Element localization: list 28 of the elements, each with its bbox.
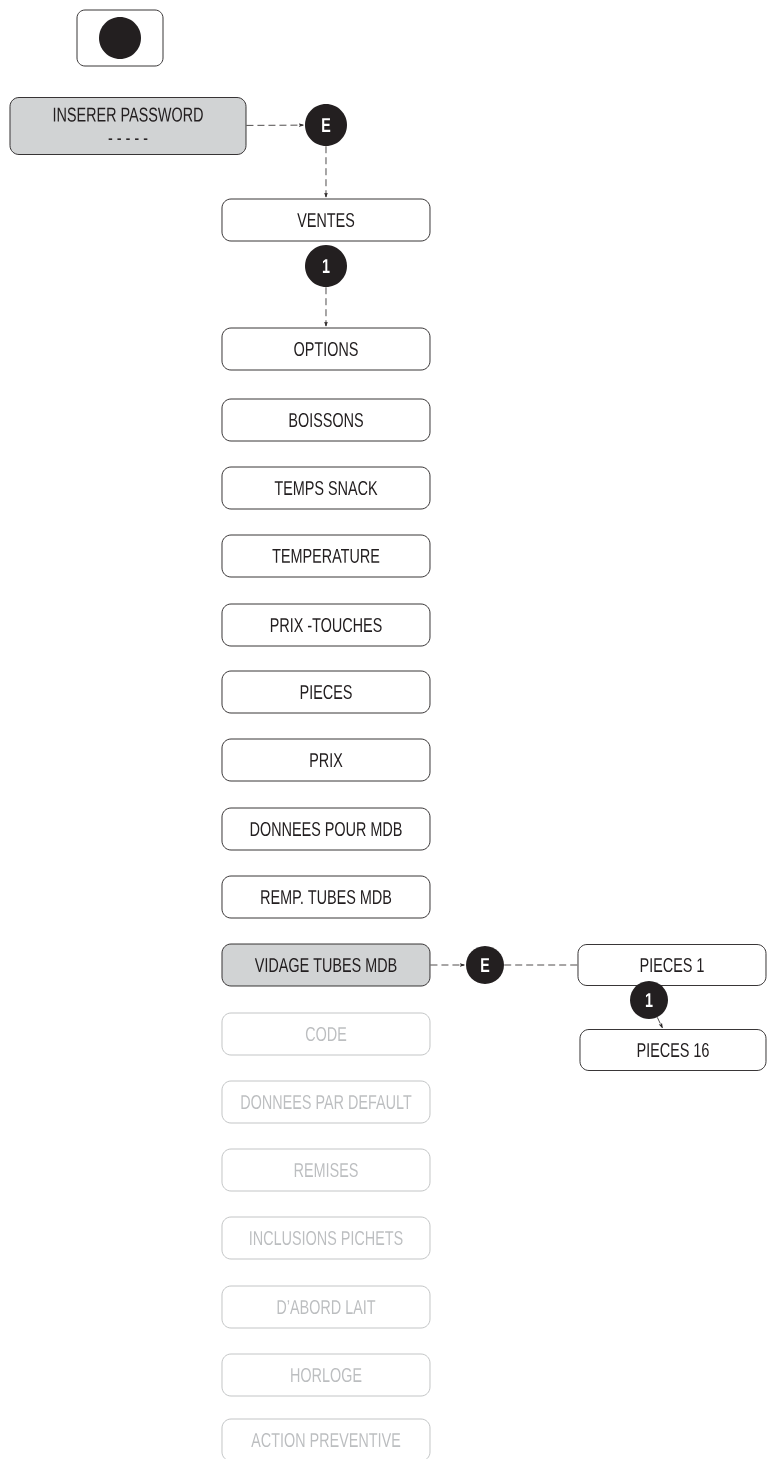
menu-box: PRIX -TOUCHES xyxy=(221,603,431,647)
menu-box: ACTION PREVENTIVE xyxy=(221,1418,431,1459)
menu-box: INSERER PASSWORD - - - - - xyxy=(9,97,247,155)
menu-box: DONNEES POUR MDB xyxy=(221,807,431,851)
menu-box: HORLOGE xyxy=(221,1353,431,1397)
menu-box: TEMPERATURE xyxy=(221,534,431,578)
menu-box: PIECES 16 xyxy=(579,1029,767,1071)
arrow xyxy=(246,123,304,127)
menu-box: CODE xyxy=(221,1012,431,1056)
menu-box: D’ABORD LAIT xyxy=(221,1285,431,1329)
connector-line xyxy=(503,964,578,966)
menu-box: REMISES xyxy=(221,1148,431,1192)
menu-box: PIECES xyxy=(221,670,431,714)
menu-box: DONNEES PAR DEFAULT xyxy=(221,1080,431,1124)
arrow xyxy=(430,963,465,967)
menu-box: OPTIONS xyxy=(221,327,431,371)
menu-box: BOISSONS xyxy=(221,398,431,442)
menu-box: VIDAGE TUBES MDB xyxy=(221,943,431,987)
menu-box: INCLUSIONS PICHETS xyxy=(221,1216,431,1260)
menu-box: REMP. TUBES MDB xyxy=(221,875,431,919)
arrow xyxy=(324,145,328,198)
arrow xyxy=(324,286,328,327)
menu-box: VENTES xyxy=(221,198,431,242)
menu-box: PIECES 1 xyxy=(577,944,767,986)
menu-box: PRIX xyxy=(221,738,431,782)
button-drawing xyxy=(76,9,164,67)
menu-box: TEMPS SNACK xyxy=(221,466,431,510)
arrow xyxy=(656,1016,663,1029)
